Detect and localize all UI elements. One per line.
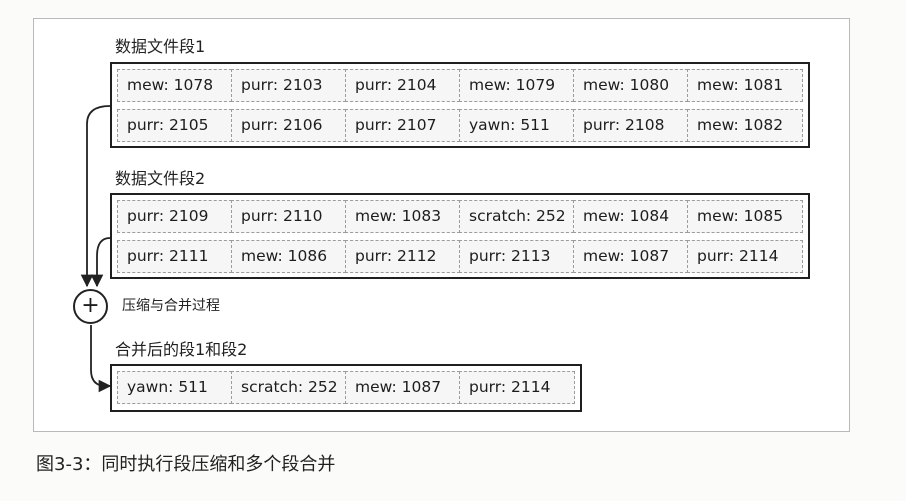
segment2-row2-cell3: purr: 2112 xyxy=(345,240,460,273)
segment1-label: 数据文件段1 xyxy=(115,37,206,56)
segment2-label: 数据文件段2 xyxy=(115,169,206,188)
merged-row-cell1: yawn: 511 xyxy=(117,371,232,404)
segment2-row2-cell2: mew: 1086 xyxy=(231,240,346,273)
segment2-row1-cell1: purr: 2109 xyxy=(117,200,232,233)
segment2-to-merge-arrow xyxy=(90,237,111,288)
segment2-row1-cell6: mew: 1085 xyxy=(687,200,803,233)
segment1-row1-cell1: mew: 1078 xyxy=(117,69,232,102)
compaction-merge-label: 压缩与合并过程 xyxy=(122,298,220,314)
merge-plus-icon: + xyxy=(73,289,108,324)
merged-segment-label: 合并后的段1和段2 xyxy=(115,340,248,359)
figure-caption: 图3-3：同时执行段压缩和多个段合并 xyxy=(36,454,336,475)
segment1-row1-cell5: mew: 1080 xyxy=(573,69,688,102)
segment2-row2-cell5: mew: 1087 xyxy=(573,240,688,273)
segment2-row1-cell4: scratch: 252 xyxy=(459,200,574,233)
segment2-row1-cell2: purr: 2110 xyxy=(231,200,346,233)
segment1-row2-cell2: purr: 2106 xyxy=(231,109,346,142)
segment1-row2-cell6: mew: 1082 xyxy=(687,109,803,142)
segment1-row1-cell4: mew: 1079 xyxy=(459,69,574,102)
segment1-row2-cell1: purr: 2105 xyxy=(117,109,232,142)
merge-to-output-arrow xyxy=(90,325,112,393)
merged-segment-box: yawn: 511 scratch: 252 mew: 1087 purr: 2… xyxy=(110,364,582,412)
segment1-row2-cell5: purr: 2108 xyxy=(573,109,688,142)
merged-row-cell4: purr: 2114 xyxy=(459,371,575,404)
segment2-row2-cell1: purr: 2111 xyxy=(117,240,232,273)
segment1-row1-cell6: mew: 1081 xyxy=(687,69,803,102)
segment1-row2-cell4: yawn: 511 xyxy=(459,109,574,142)
segment1-to-merge-arrow xyxy=(80,105,111,288)
segment1-row1-cell3: purr: 2104 xyxy=(345,69,460,102)
segment2-row1-cell3: mew: 1083 xyxy=(345,200,460,233)
segment2-box: purr: 2109 purr: 2110 mew: 1083 scratch:… xyxy=(110,193,810,279)
segment1-box: mew: 1078 purr: 2103 purr: 2104 mew: 107… xyxy=(110,62,810,148)
merged-row-cell2: scratch: 252 xyxy=(231,371,346,404)
segment1-row2-cell3: purr: 2107 xyxy=(345,109,460,142)
segment1-row1-cell2: purr: 2103 xyxy=(231,69,346,102)
segment2-row2-cell6: purr: 2114 xyxy=(687,240,803,273)
segment2-row1-cell5: mew: 1084 xyxy=(573,200,688,233)
segment2-row2-cell4: purr: 2113 xyxy=(459,240,574,273)
merged-row-cell3: mew: 1087 xyxy=(345,371,460,404)
